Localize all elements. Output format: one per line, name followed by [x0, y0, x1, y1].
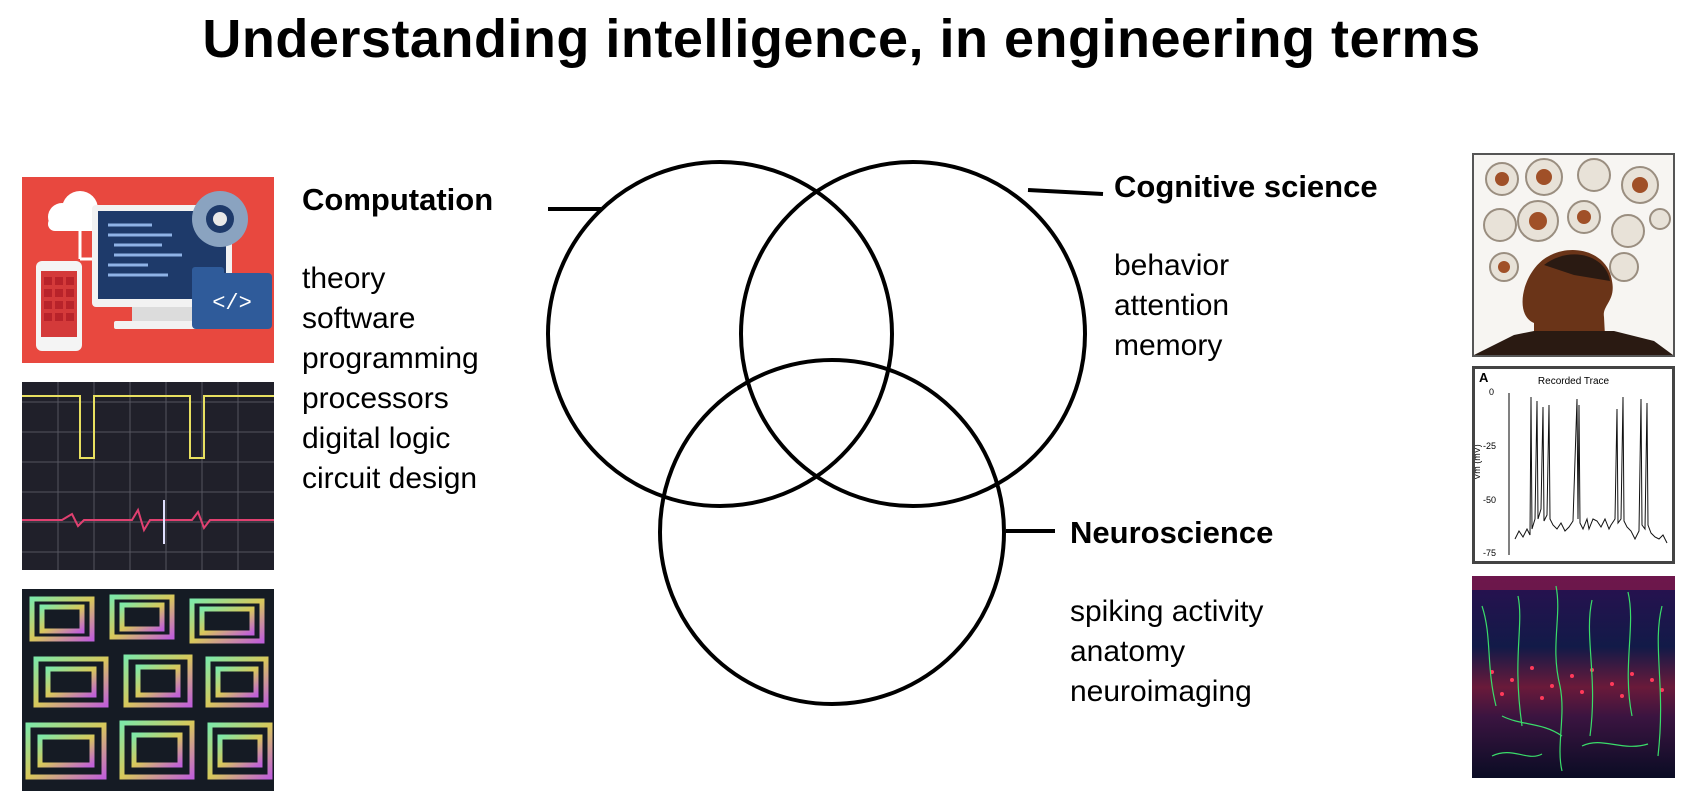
list-item: anatomy [1070, 635, 1186, 668]
list-item: memory [1114, 329, 1223, 362]
list-item: theory [302, 262, 386, 295]
connector-cognitive [1027, 188, 1104, 196]
list-item: circuit design [302, 462, 478, 495]
ytick-label: -25 [1483, 441, 1497, 451]
list-item: processors [302, 382, 449, 415]
ytick-label: 0 [1489, 387, 1495, 397]
venn-circle-cognitive [739, 160, 1087, 508]
venn-circle-computation [546, 160, 894, 508]
list-item: programming [302, 342, 479, 375]
oscilloscope-waveform-image [22, 382, 274, 570]
recorded-trace-plot: A Recorded Trace Vm (mV) 0 -25 -50 -75 [1472, 366, 1675, 564]
computation-heading: Computation [302, 182, 494, 217]
slide-title: Understanding intelligence, in engineeri… [202, 9, 1481, 69]
ytick-label: -75 [1483, 548, 1497, 558]
list-item: spiking activity [1070, 595, 1264, 628]
computer-cloud-code-icon: </> [22, 177, 274, 363]
ytick-label: -50 [1483, 495, 1497, 505]
trace-title: Recorded Trace [1537, 376, 1610, 387]
microchip-circuit-image [22, 589, 274, 791]
list-item: digital logic [302, 422, 451, 455]
list-item: behavior [1114, 249, 1230, 282]
neuroscience-heading: Neuroscience [1070, 515, 1274, 550]
panel-label: A [1479, 370, 1489, 385]
venn-circle-neuroscience [658, 358, 1006, 706]
list-item: neuroimaging [1070, 675, 1252, 708]
cognitive-heading: Cognitive science [1114, 169, 1378, 204]
neural-tissue-image [1472, 576, 1675, 778]
list-item: attention [1114, 289, 1230, 322]
cognitive-list: behavior attention memory [1114, 246, 1229, 366]
svg-text:</>: </> [212, 291, 252, 316]
head-thoughts-image [1472, 153, 1675, 357]
list-item: software [302, 302, 416, 335]
computation-list: theory software programming processors d… [302, 259, 479, 499]
neuroscience-list: spiking activity anatomy neuroimaging [1070, 592, 1263, 712]
